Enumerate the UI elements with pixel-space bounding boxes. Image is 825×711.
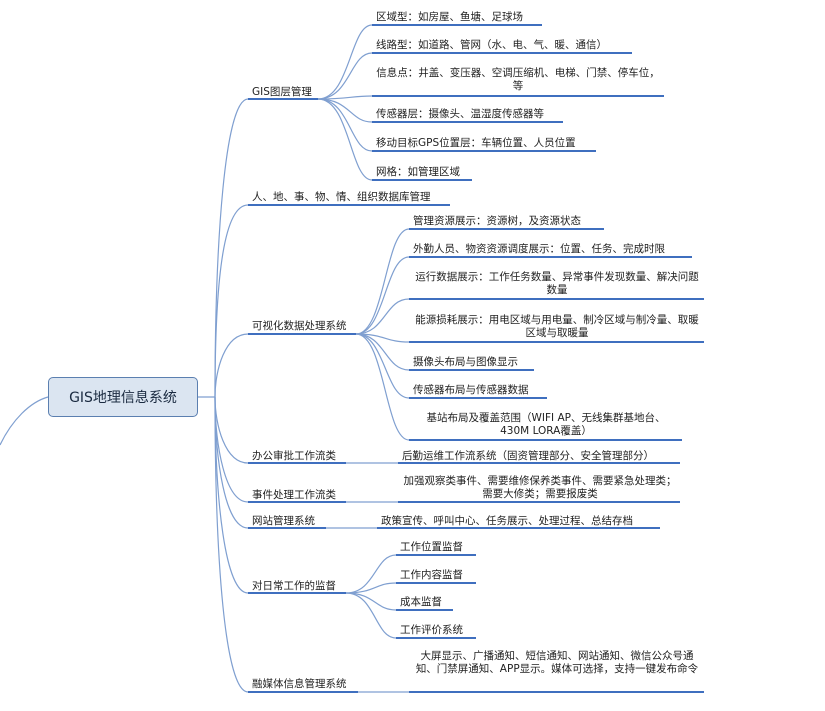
gis-layer-gps[interactable]: 移动目标GPS位置层：车辆位置、人员位置 xyxy=(376,137,576,149)
link-sup-c2 xyxy=(345,582,397,594)
link-branch-visual xyxy=(214,333,249,398)
link-branch-media xyxy=(214,396,249,693)
gis-layer-poi[interactable]: 信息点：井盖、变压器、空调压缩机、电梯、门禁、停车位，等 xyxy=(376,67,660,92)
visual-dispatch[interactable]: 外勤人员、物资资源调度展示：位置、任务、完成时限 xyxy=(413,243,665,255)
link-vis-c3 xyxy=(355,298,410,335)
link-branch-database xyxy=(214,204,249,398)
link-sup-c3 xyxy=(345,592,397,611)
branch-gis-layer[interactable]: GIS图层管理 xyxy=(252,86,312,98)
link-gis-c5 xyxy=(317,98,373,152)
gis-layer-sensor[interactable]: 传感器层：摄像头、温湿度传感器等 xyxy=(376,108,544,120)
link-vis-c5 xyxy=(355,333,410,371)
gis-layer-grid[interactable]: 网格：如管理区域 xyxy=(376,166,460,178)
branch-office[interactable]: 办公审批工作流类 xyxy=(252,450,336,462)
link-vis-c6 xyxy=(355,333,410,399)
link-sup-c4 xyxy=(345,592,397,639)
event-types[interactable]: 加强观察类事件、需要维修保养类事件、需要紧急处理类；需要大修类；需要报废类 xyxy=(403,475,677,500)
link-sup-c1 xyxy=(345,554,397,594)
supervise-location[interactable]: 工作位置监督 xyxy=(400,541,463,553)
gis-layer-line[interactable]: 线路型：如道路、管网（水、电、气、暖、通信） xyxy=(376,39,607,51)
branch-event[interactable]: 事件处理工作流类 xyxy=(252,489,336,501)
visual-sensor[interactable]: 传感器布局与传感器数据 xyxy=(413,384,529,396)
branch-supervise[interactable]: 对日常工作的监督 xyxy=(252,580,336,592)
link-branch-event xyxy=(214,396,249,503)
link-vis-c7 xyxy=(355,333,410,441)
branch-database[interactable]: 人、地、事、物、情、组织数据库管理 xyxy=(252,191,431,203)
visual-resource[interactable]: 管理资源展示：资源树，及资源状态 xyxy=(413,215,581,227)
branch-media[interactable]: 融媒体信息管理系统 xyxy=(252,678,347,690)
visual-operation[interactable]: 运行数据展示：工作任务数量、异常事件发现数量、解决问题数量 xyxy=(415,271,699,296)
link-root-offscreen xyxy=(0,396,49,446)
media-channels[interactable]: 大屏显示、广播通知、短信通知、网站通知、微信公众号通知、门禁屏通知、APP显示。… xyxy=(415,650,699,675)
visual-camera[interactable]: 摄像头布局与图像显示 xyxy=(413,356,518,368)
visual-basestation[interactable]: 基站布局及覆盖范围（WIFI AP、无线集群基地台、430M LORA覆盖） xyxy=(426,412,666,437)
gis-layer-area[interactable]: 区域型：如房屋、鱼塘、足球场 xyxy=(376,11,523,23)
link-branch-gis-layer xyxy=(214,98,249,398)
link-vis-c1 xyxy=(355,228,410,335)
root-node[interactable]: GIS地理信息系统 xyxy=(48,377,198,417)
supervise-content[interactable]: 工作内容监督 xyxy=(400,569,463,581)
visual-energy[interactable]: 能源损耗展示：用电区域与用电量、制冷区域与制冷量、取暖区域与取暖量 xyxy=(415,314,699,339)
branch-visual[interactable]: 可视化数据处理系统 xyxy=(252,320,347,332)
link-vis-c2 xyxy=(355,256,410,335)
supervise-evaluation[interactable]: 工作评价系统 xyxy=(400,624,463,636)
branch-website[interactable]: 网站管理系统 xyxy=(252,515,315,527)
supervise-cost[interactable]: 成本监督 xyxy=(400,596,442,608)
link-gis-c2 xyxy=(317,52,373,100)
website-functions[interactable]: 政策宣传、呼叫中心、任务展示、处理过程、总结存档 xyxy=(381,515,633,527)
link-gis-c6 xyxy=(317,98,373,181)
office-workflow[interactable]: 后勤运维工作流系统（固资管理部分、安全管理部分） xyxy=(402,450,654,462)
link-gis-c1 xyxy=(317,24,373,100)
